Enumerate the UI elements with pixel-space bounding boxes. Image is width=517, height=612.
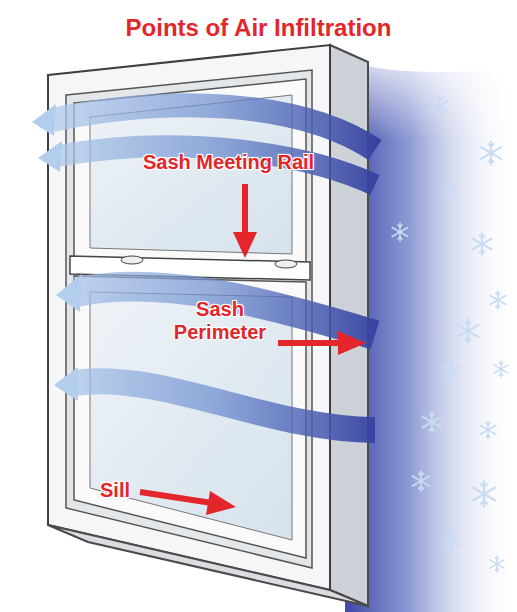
part-label: Sash Perimeter <box>158 298 282 344</box>
air-flow-arrows <box>52 105 375 430</box>
part-label: Sash Meeting Rail <box>143 151 363 174</box>
part-label: Sill <box>100 479 160 502</box>
snowflakes <box>392 96 508 572</box>
callout-arrows <box>140 184 366 515</box>
diagram-title: Points of Air Infiltration <box>0 14 517 42</box>
air-flow-heads <box>32 104 82 401</box>
